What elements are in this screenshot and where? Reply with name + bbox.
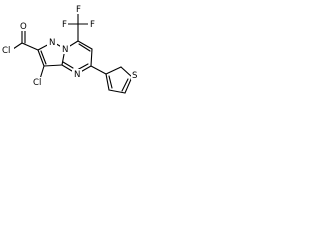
atom-label-group: Cl O N N N Cl F F F S <box>1 4 140 88</box>
f-top-label: F <box>76 5 81 15</box>
bond-thiophene-5 <box>105 73 110 91</box>
bond-thiophene-2 <box>120 66 133 78</box>
bond-c7-c6 <box>77 40 93 50</box>
f-left-label: F <box>62 20 67 30</box>
bond-c5-thiophene <box>90 65 107 75</box>
oxygen-label: O <box>20 22 27 32</box>
bond-thiophene-1 <box>105 66 122 75</box>
cl-acyl-label: Cl <box>2 46 10 56</box>
ring-nitrogen-label: N <box>74 70 80 80</box>
f-right-label: F <box>90 20 95 30</box>
bond-c3-c3a <box>43 64 63 67</box>
bond-c2-c3-double <box>40 50 47 65</box>
sulfur-label: S <box>132 71 137 81</box>
bond-c2-c3 <box>37 49 45 67</box>
structure-diagram: Cl O N N N Cl F F F S <box>0 0 155 107</box>
bond-carbonyl-ring <box>21 42 39 51</box>
bond-thiophene-4 <box>108 89 126 94</box>
bond-c6-c5 <box>90 48 93 67</box>
bond-thiophene-double-b <box>121 78 129 92</box>
bond-c3-cl <box>39 65 45 80</box>
bond-thiophene-3 <box>124 76 133 94</box>
bond-group <box>12 12 133 94</box>
molecule-drawing: Cl O N N N Cl F F F S <box>1 4 140 94</box>
cl-ring-label: Cl <box>33 78 41 88</box>
bond-c7-c6-double <box>78 43 91 52</box>
bond-cl-carbonyl <box>12 42 23 50</box>
n2-label: N <box>62 45 68 55</box>
n1-label: N <box>49 38 55 48</box>
bond-thiophene-double-a <box>108 75 113 89</box>
bond-c3a-n4-inner <box>62 61 74 69</box>
